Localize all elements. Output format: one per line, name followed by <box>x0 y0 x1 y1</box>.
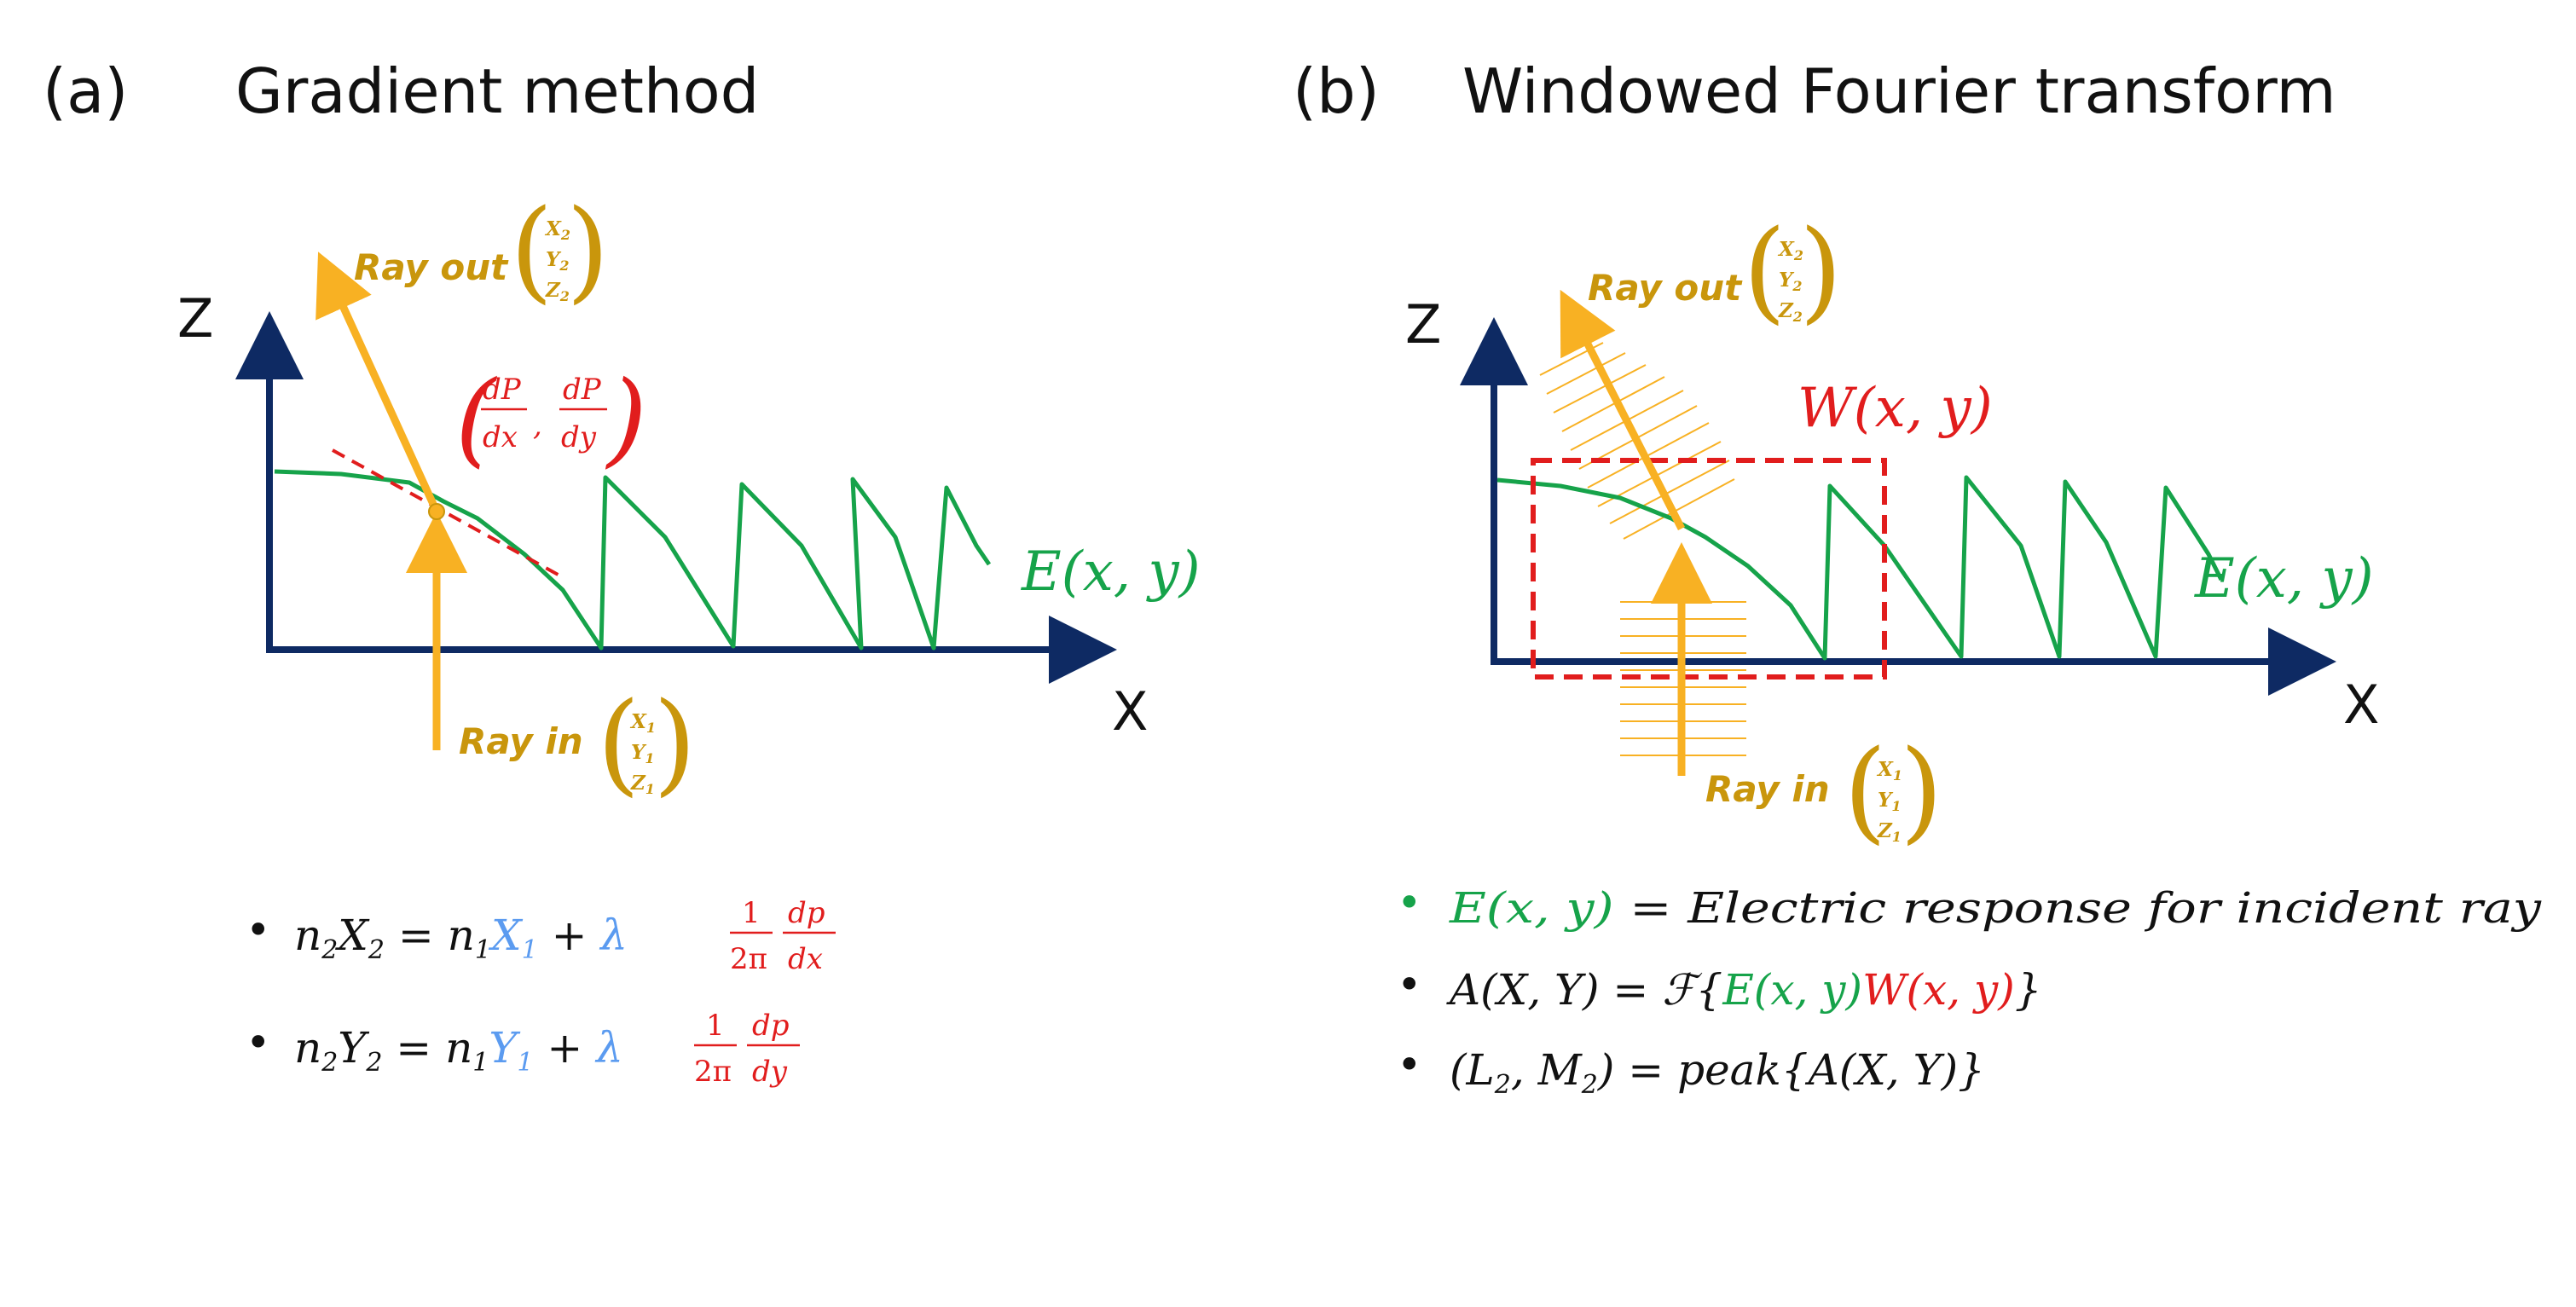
panel-b-bullet-3: • (L2, M2) = peak{A(X, Y)} <box>1397 1040 1985 1100</box>
svg-text:Y1: Y1 <box>1878 789 1902 814</box>
svg-text:dy: dy <box>561 420 597 454</box>
svg-text:(L2, M2) = peak{A(X, Y)}: (L2, M2) = peak{A(X, Y)} <box>1450 1045 1985 1100</box>
svg-text:2π: 2π <box>730 942 767 976</box>
svg-text:X1: X1 <box>1876 758 1902 784</box>
panel-b-ray-out-label: Ray out <box>1588 267 1743 309</box>
svg-text:dP: dP <box>563 373 602 407</box>
panel-a-ray-in-label: Ray in <box>459 720 583 762</box>
svg-text:dp: dp <box>752 1009 790 1043</box>
svg-text:): ) <box>605 360 647 478</box>
svg-text:E(x, y) = Electric response fo: E(x, y) = Electric response for incident… <box>1449 883 2542 933</box>
panel-b-ray-in-paren-left: ( <box>1844 726 1887 855</box>
svg-text:X2: X2 <box>1777 238 1803 263</box>
panel-a-equation-1: • n2X2 = n1X1 + λ 1 2π dp dx <box>246 896 836 976</box>
panel-b-ray-in-label: Ray in <box>1705 768 1830 810</box>
panel-b-title: Windowed Fourier transform <box>1462 55 2336 127</box>
panel-a-ray-out-paren-right: ) <box>566 185 610 315</box>
panel-b-ray-out-paren-right: ) <box>1799 205 1843 335</box>
panel-a-ray-out-label: Ray out <box>354 246 509 288</box>
svg-text:1: 1 <box>742 896 761 930</box>
svg-text:Z2: Z2 <box>1778 299 1803 325</box>
panel-a: (a) Gradient method Z X Ray out ( ) X2 Y… <box>43 55 1201 1089</box>
panel-b-ray-out-arrow <box>1560 289 1686 531</box>
svg-text:(: ( <box>455 360 497 478</box>
svg-text:Y2: Y2 <box>546 248 570 274</box>
svg-text:1: 1 <box>706 1009 725 1043</box>
svg-text:•: • <box>1397 878 1422 928</box>
panel-b-electric-response-curve <box>1496 475 2224 661</box>
svg-text:dP: dP <box>483 373 522 407</box>
svg-text:•: • <box>246 905 271 955</box>
panel-b-ray-in-vector: X1 Y1 Z1 <box>1876 758 1902 845</box>
panel-b-z-label: Z <box>1405 293 1441 356</box>
panel-a-letter: (a) <box>43 55 128 127</box>
panel-a-electric-response-curve <box>274 469 992 651</box>
panel-b: (b) Windowed Fourier transform Z X <box>1293 55 2542 1100</box>
panel-a-incidence-point <box>428 503 445 520</box>
svg-text:,: , <box>533 408 542 442</box>
panel-a-ray-out-vector: X2 Y2 Z2 <box>544 217 570 304</box>
panel-a-ray-in-paren-left: ( <box>597 678 640 807</box>
svg-text:•: • <box>1397 960 1422 1009</box>
svg-text:Z1: Z1 <box>1877 819 1902 845</box>
svg-text:2π: 2π <box>694 1055 732 1089</box>
svg-text:•: • <box>1397 1040 1422 1090</box>
panel-a-ray-out-arrow <box>315 252 441 513</box>
svg-text:X1: X1 <box>629 710 656 736</box>
panel-b-ray-out-vector: X2 Y2 Z2 <box>1777 238 1803 325</box>
svg-text:Z2: Z2 <box>545 279 570 304</box>
svg-text:n2Y2 = n1Y1 + λ: n2Y2 = n1Y1 + λ <box>294 1023 623 1078</box>
svg-text:Y2: Y2 <box>1779 269 1803 294</box>
panel-a-x-label: X <box>1112 680 1148 743</box>
svg-text:Z1: Z1 <box>630 772 655 797</box>
svg-text:dp: dp <box>788 896 825 930</box>
panel-a-tangent-line <box>332 448 562 578</box>
panel-b-letter: (b) <box>1293 55 1380 127</box>
panel-a-z-label: Z <box>177 287 213 350</box>
panel-b-bullet-2: • A(X, Y) = ℱ{E(x, y)W(x, y)} <box>1397 960 2042 1015</box>
svg-text:A(X, Y) = ℱ{E(x, y)W(x, y)}: A(X, Y) = ℱ{E(x, y)W(x, y)} <box>1446 965 2042 1015</box>
panel-a-ray-out-paren-left: ( <box>510 185 553 315</box>
panel-a-ray-in-vector: X1 Y1 Z1 <box>629 710 656 797</box>
panel-a-field-label: E(x, y) <box>1021 541 1201 604</box>
panel-b-ray-out-paren-left: ( <box>1743 205 1786 335</box>
svg-text:n2X2 = n1X1 + λ: n2X2 = n1X1 + λ <box>294 911 628 965</box>
panel-b-bullet-1: • E(x, y) = Electric response for incide… <box>1397 878 2542 933</box>
svg-text:X2: X2 <box>544 217 570 243</box>
svg-text:dx: dx <box>483 420 518 454</box>
panel-b-field-label: E(x, y) <box>2194 547 2374 610</box>
panel-a-title: Gradient method <box>235 55 759 127</box>
panel-a-gradient-annotation: ( dP dx , dP dy ) <box>455 360 647 478</box>
svg-text:dy: dy <box>752 1055 788 1089</box>
panel-a-equation-2: • n2Y2 = n1Y1 + λ 1 2π dp dy <box>246 1009 800 1089</box>
panel-b-window-label: W(x, y) <box>1797 377 1993 440</box>
svg-text:•: • <box>246 1018 271 1067</box>
svg-text:Y1: Y1 <box>631 741 655 766</box>
panel-b-window-rect <box>1531 458 1887 680</box>
panel-a-ray-in-paren-right: ) <box>653 678 697 807</box>
svg-text:dx: dx <box>788 942 823 976</box>
panel-b-ray-in-paren-right: ) <box>1900 726 1943 855</box>
panel-b-x-label: X <box>2343 674 2379 736</box>
